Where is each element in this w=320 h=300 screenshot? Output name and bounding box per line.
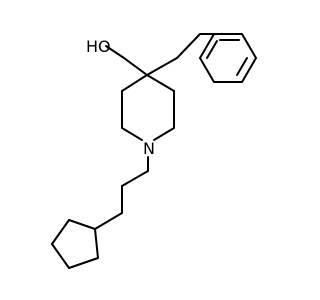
bond-oh-ch2 [105,45,125,59]
bond-phenyl-7 [199,33,215,59]
hydroxyl-label: HO [86,37,111,56]
double-bond-phenyl-c [206,40,218,59]
bond-ch2-c4 [123,57,148,76]
bond-c5-c4 [146,74,175,92]
bond-phenyl-3 [241,33,257,59]
bond-chain-1-2 [121,170,149,187]
nitrogen-label: N [143,139,155,158]
bond-phenyl-6 [199,57,215,83]
double-bond-phenyl-b [236,57,248,76]
bond-benzyl-ch2-phenyl [176,33,201,59]
bond-c4-c3 [121,74,148,92]
bond-c4-benzyl-ch2 [146,57,178,76]
bond-c2-n [121,127,143,141]
bond-chain-3-cyclopentyl [94,212,123,230]
molecule-canvas: HO N [51,33,257,269]
bond-cyclopentyl-4 [51,219,70,245]
bond-phenyl-4 [241,57,257,83]
bond-n-c6 [153,127,175,141]
bond-cyclopentyl-1 [94,228,99,259]
bond-cyclopentyl-3 [51,243,70,269]
molecule-structure: HO N [51,33,257,269]
bond-cyclopentyl-5 [68,219,96,230]
bond-cyclopentyl-2 [68,257,99,269]
